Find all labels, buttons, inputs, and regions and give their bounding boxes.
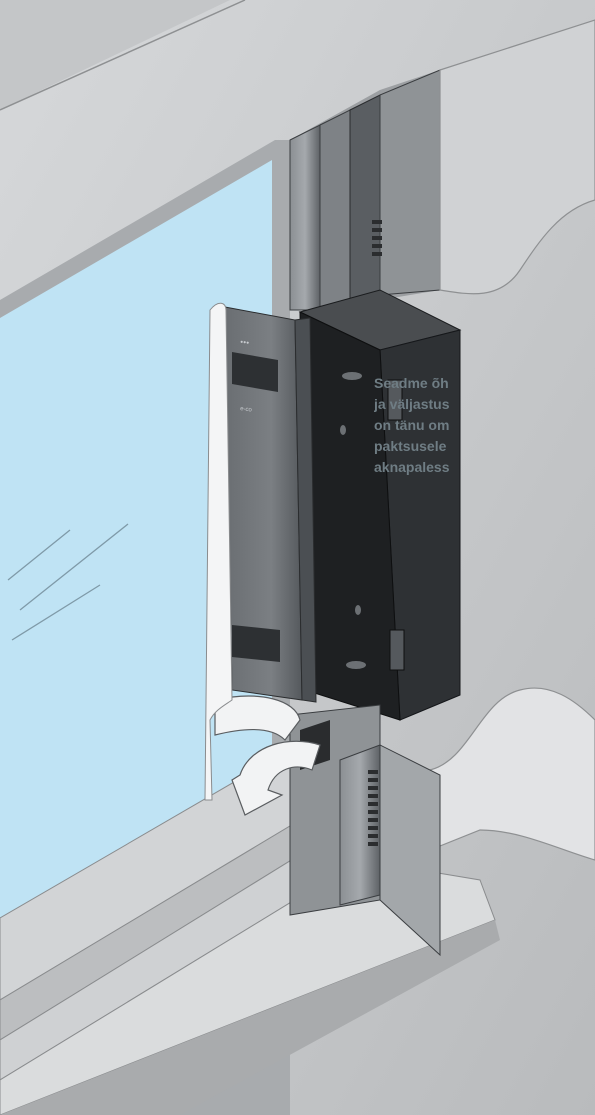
- intake-grille: [232, 352, 278, 392]
- unit-screw-top: [342, 372, 362, 380]
- unit-slot-bottom: [389, 629, 405, 671]
- glass-reflection: [7, 523, 129, 641]
- wall-cut-lower: [429, 687, 595, 861]
- caption-text: Seadme õh ja väljastus on tänu om paktsu…: [374, 373, 595, 478]
- unit-screw-mid: [340, 425, 346, 435]
- unit-slot-top: [387, 379, 403, 421]
- device-model: e-co: [240, 406, 253, 414]
- exhaust-grille: [232, 625, 280, 662]
- wall-top-edge: [0, 0, 246, 111]
- caption-line-2: ja väljastus: [374, 396, 450, 412]
- unit-front-edge: [294, 317, 317, 703]
- upper-profile: [289, 69, 441, 311]
- unit-screw-low: [355, 605, 361, 615]
- airflow-arrow: [214, 695, 321, 816]
- caption-line-1: Seadme õh: [374, 375, 449, 391]
- wall-cut-upper: [439, 19, 595, 295]
- wall-top-slab: [0, 0, 230, 110]
- interior-trim: [204, 302, 233, 801]
- caption-line-4: paktsusele: [374, 438, 447, 454]
- ventilation-unit: [224, 289, 462, 721]
- glass-pane: [0, 160, 272, 918]
- caption-line-5: aknapaless: [374, 459, 450, 475]
- window-sill-front: [0, 920, 500, 1115]
- unit-screw-bottom: [346, 661, 366, 669]
- device-logo: ●●●: [240, 339, 250, 346]
- caption-line-3: on tänu om: [374, 417, 450, 433]
